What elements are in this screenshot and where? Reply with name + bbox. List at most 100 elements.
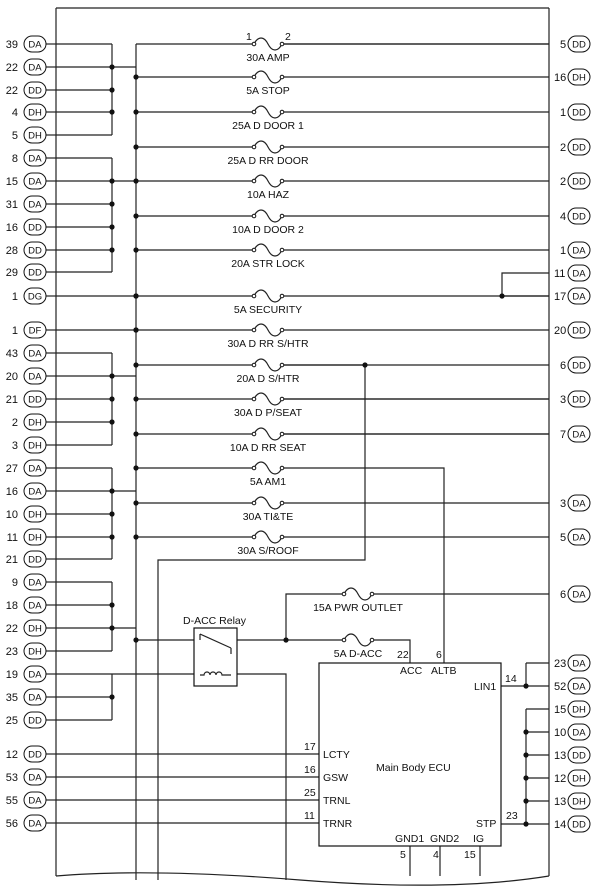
- fuse-terminal: [251, 247, 257, 253]
- connector-oval: [23, 528, 47, 546]
- junction-dot: [523, 821, 529, 827]
- terminal-pin-number: 31: [6, 199, 18, 211]
- lin1-bus: [501, 662, 549, 687]
- terminal-connector-code: DD: [572, 395, 586, 406]
- ecu-pin-gsw: GSW: [323, 772, 348, 784]
- junction-dot: [133, 109, 139, 115]
- terminal-pin-number: 1: [560, 107, 566, 119]
- ecu-pin-stp-num: 23: [506, 810, 518, 822]
- terminal-connector-code: DD: [28, 86, 42, 97]
- fuse-terminal: [251, 396, 257, 402]
- fuse-terminal: [279, 74, 285, 80]
- fuse-terminal: [279, 327, 285, 333]
- terminal-pin-number: 6: [560, 360, 566, 372]
- connector-oval: [567, 769, 591, 787]
- terminal-connector-code: DH: [28, 510, 42, 521]
- security-split: [501, 272, 549, 297]
- fuse-icon: [253, 289, 283, 303]
- fuse-terminal: [279, 293, 285, 299]
- ecu-pin-lin1: LIN1: [474, 681, 496, 693]
- connector-oval: [23, 81, 47, 99]
- junction-dot: [133, 247, 139, 253]
- terminal-connector-code: DH: [28, 441, 42, 452]
- fuse-terminal: [251, 178, 257, 184]
- fuse-icon: [253, 209, 283, 223]
- terminal-pin-number: 55: [6, 795, 18, 807]
- terminal-connector-code: DD: [572, 108, 586, 119]
- fuse-label: 30A D RR S/HTR: [227, 338, 309, 350]
- fuse-terminal: [369, 637, 375, 643]
- connector-oval: [23, 505, 47, 523]
- fuse-icon: [253, 70, 283, 84]
- ecu-pin-trnl-num: 25: [304, 787, 316, 799]
- connector-oval: [23, 665, 47, 683]
- connector-oval: [23, 814, 47, 832]
- pwr-outlet-feed: [285, 593, 344, 640]
- ecu-pin-acc: ACC: [400, 665, 423, 677]
- terminal-pin-number: 19: [6, 669, 18, 681]
- junction-dot: [109, 488, 115, 494]
- connector-oval: [23, 688, 47, 706]
- terminal-connector-code: DH: [28, 108, 42, 119]
- ecu-pin-lcty: LCTY: [323, 749, 350, 761]
- terminal-connector-code: DA: [28, 372, 42, 383]
- terminal-connector-code: DD: [28, 246, 42, 257]
- terminal-pin-number: 29: [6, 267, 18, 279]
- terminal-right-18: 15 DH: [554, 700, 591, 718]
- terminal-pin-number: 16: [554, 72, 566, 84]
- connector-oval: [567, 746, 591, 764]
- terminal-pin-number: 5: [560, 39, 566, 51]
- fuse-label: 5A SECURITY: [234, 304, 302, 316]
- fuse-6: 20A STR LOCK: [231, 243, 305, 270]
- junction-dot: [109, 625, 115, 631]
- connector-oval: [567, 585, 591, 603]
- connector-oval: [567, 425, 591, 443]
- fuse-label: 25A D RR DOOR: [227, 155, 309, 167]
- terminal-connector-code: DD: [28, 555, 42, 566]
- connector-oval: [567, 321, 591, 339]
- fuse-icon: [253, 392, 283, 406]
- terminal-connector-code: DD: [28, 395, 42, 406]
- connector-oval: [23, 58, 47, 76]
- connector-oval: [23, 126, 47, 144]
- connector-oval: [23, 436, 47, 454]
- terminal-pin-number: 15: [554, 704, 566, 716]
- relay-box: [193, 627, 238, 687]
- ecu-pin-trnr: TRNR: [323, 818, 353, 830]
- outer-frame: [55, 7, 550, 876]
- connector-oval: [23, 413, 47, 431]
- junction-dot: [133, 396, 139, 402]
- ecu-pin-trnr-num: 11: [304, 810, 315, 822]
- fuse-terminal: [279, 41, 285, 47]
- terminal-pin-number: 15: [6, 176, 18, 188]
- terminal-connector-code: DH: [572, 705, 586, 716]
- terminal-connector-code: DH: [28, 533, 42, 544]
- connector-oval: [23, 344, 47, 362]
- fuse-terminal: [279, 178, 285, 184]
- junction-dot: [109, 224, 115, 230]
- terminal-connector-code: DA: [28, 773, 42, 784]
- connector-oval: [567, 390, 591, 408]
- terminal-pin-number: 12: [6, 749, 18, 761]
- dshtr-drop: [157, 364, 366, 880]
- terminal-connector-code: DA: [572, 430, 586, 441]
- terminal-pin-number: 13: [554, 750, 566, 762]
- connector-oval: [23, 482, 47, 500]
- junction-dot: [523, 775, 529, 781]
- fuse-terminal: [279, 109, 285, 115]
- terminal-connector-code: DH: [572, 774, 586, 785]
- terminal-connector-code: DF: [29, 326, 42, 337]
